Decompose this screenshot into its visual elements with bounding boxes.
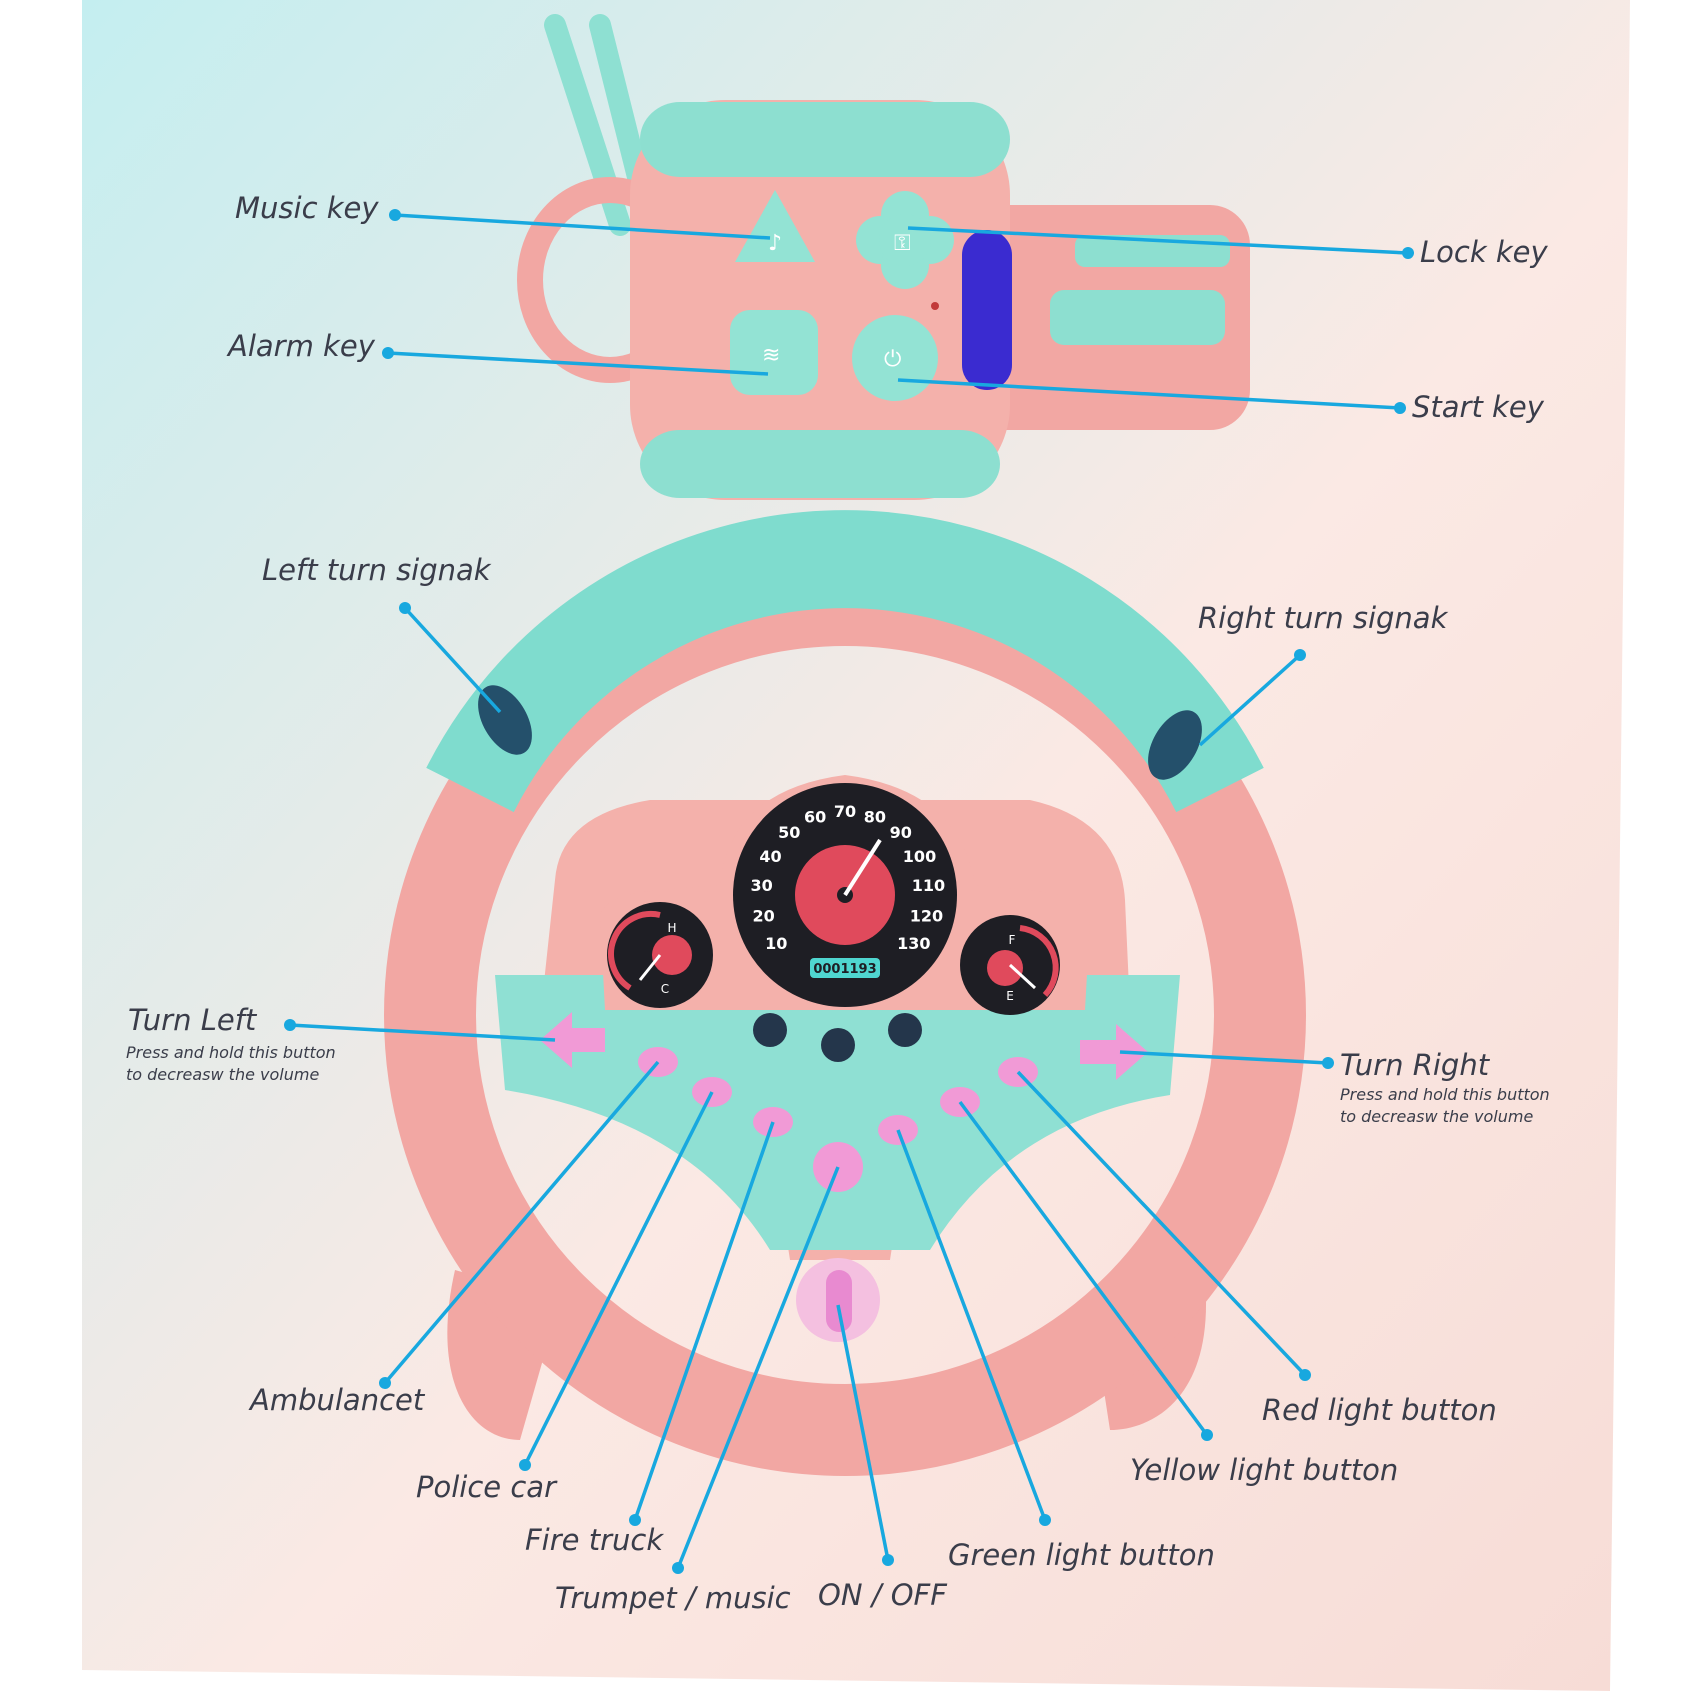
music-note-icon: ♪ bbox=[768, 231, 782, 256]
turn-right-button[interactable]: ▶ bbox=[0, 0, 1148, 1080]
fuel-gauge-top-label: F bbox=[1009, 933, 1016, 947]
speedometer-tick-label: 30 bbox=[750, 876, 772, 895]
temperature-gauge: H C bbox=[607, 902, 713, 1008]
music-key[interactable]: ♪ bbox=[735, 190, 815, 262]
turn-right-note-line-1: Press and hold this button bbox=[1340, 1085, 1550, 1104]
fire-truck-label: Fire truck bbox=[525, 1523, 664, 1557]
speedometer-needle bbox=[843, 838, 882, 897]
turn-right-note-line-2: to decreasw the volume bbox=[1340, 1107, 1533, 1126]
right-turn-signal-light bbox=[1148, 710, 1202, 780]
temp-gauge-bottom-label: C bbox=[661, 982, 669, 996]
speedometer-tick-label: 90 bbox=[890, 823, 912, 842]
callout-lines bbox=[284, 209, 1414, 1574]
speedometer-tick-label: 20 bbox=[752, 907, 774, 926]
speedometer-tick-label: 70 bbox=[834, 802, 856, 821]
fuel-gauge-bottom-label: E bbox=[1006, 989, 1014, 1003]
speedometer-tick-label: 60 bbox=[804, 808, 826, 827]
labels: Music key Lock key Alarm key Start key L… bbox=[126, 191, 1550, 1615]
odometer-display bbox=[810, 958, 880, 978]
turn-left-note-line-1: Press and hold this button bbox=[126, 1043, 336, 1062]
ambulance-label: Ambulancet bbox=[248, 1383, 426, 1417]
alarm-icon: ≋ bbox=[762, 343, 780, 368]
start-icon: ⏻ bbox=[884, 347, 901, 372]
control-panel bbox=[495, 975, 1180, 1250]
speedometer-tick-label: 10 bbox=[765, 934, 787, 953]
temp-gauge-top-label: H bbox=[667, 921, 676, 935]
turn-right-label: Turn Right bbox=[1340, 1048, 1491, 1082]
speedometer-tick-label: 130 bbox=[897, 934, 930, 953]
key-fob: ♪ ⚿ ≋ ⏻ bbox=[517, 14, 1250, 500]
turn-left-note-line-2: to decreasw the volume bbox=[126, 1065, 319, 1084]
alarm-key[interactable]: ≋ bbox=[730, 310, 818, 395]
green-light-label: Green light button bbox=[948, 1538, 1215, 1572]
speedometer-tick-label: 100 bbox=[903, 847, 936, 866]
on-off-label: ON / OFF bbox=[818, 1578, 948, 1612]
indicator-light-1 bbox=[753, 1013, 787, 1047]
lock-icon: ⚿ bbox=[894, 231, 911, 256]
red-light-label: Red light button bbox=[1262, 1393, 1497, 1427]
odometer-value: 0001193 bbox=[813, 962, 876, 977]
speedometer-tick-label: 120 bbox=[910, 907, 943, 926]
speedometer-tick-label: 50 bbox=[778, 823, 800, 842]
start-key[interactable]: ⏻ bbox=[852, 315, 938, 401]
music-key-label: Music key bbox=[235, 191, 379, 225]
start-key-label: Start key bbox=[1412, 390, 1545, 424]
indicator-light-3 bbox=[888, 1013, 922, 1047]
right-arrow-icon: ▶ bbox=[0, 0, 1, 1]
left-turn-signal-label: Left turn signak bbox=[262, 553, 492, 587]
speedometer-tick-label: 110 bbox=[912, 876, 945, 895]
trumpet-music-label: Trumpet / music bbox=[555, 1581, 791, 1615]
turn-left-button[interactable]: ◀ bbox=[0, 0, 605, 1068]
indicator-light-2 bbox=[821, 1028, 855, 1062]
fuel-gauge: F E bbox=[960, 915, 1060, 1015]
speedometer-tick-label: 80 bbox=[864, 808, 886, 827]
yellow-light-label: Yellow light button bbox=[1130, 1453, 1398, 1487]
wheel-rim-top bbox=[426, 510, 1264, 813]
speedometer-tick-label: 40 bbox=[759, 847, 781, 866]
right-turn-signal-label: Right turn signak bbox=[1198, 601, 1449, 635]
fob-indicator-light bbox=[962, 230, 1012, 390]
lock-key-label: Lock key bbox=[1420, 235, 1548, 269]
on-off-knob[interactable] bbox=[796, 1258, 880, 1342]
police-car-label: Police car bbox=[416, 1470, 558, 1504]
turn-left-label: Turn Left bbox=[128, 1003, 258, 1037]
alarm-key-label: Alarm key bbox=[226, 329, 376, 363]
left-arrow-icon: ◀ bbox=[0, 0, 1, 1]
